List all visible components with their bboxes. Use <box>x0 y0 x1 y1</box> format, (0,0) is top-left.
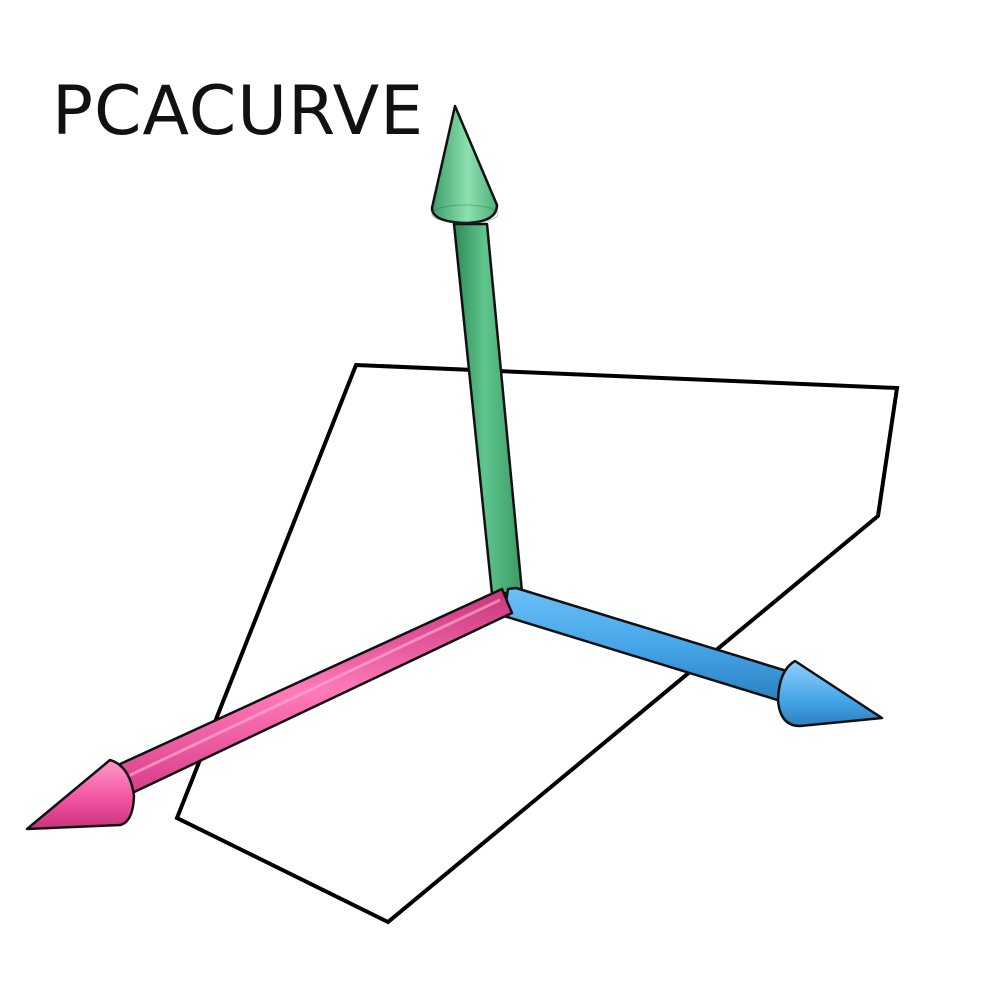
green-axis-arrow-icon <box>430 104 524 596</box>
pink-axis-arrow-icon <box>25 587 514 831</box>
blue-axis-arrow-icon <box>502 586 884 728</box>
diagram-title: PCACURVE <box>52 72 425 151</box>
fitted-plane-outline <box>174 362 900 925</box>
